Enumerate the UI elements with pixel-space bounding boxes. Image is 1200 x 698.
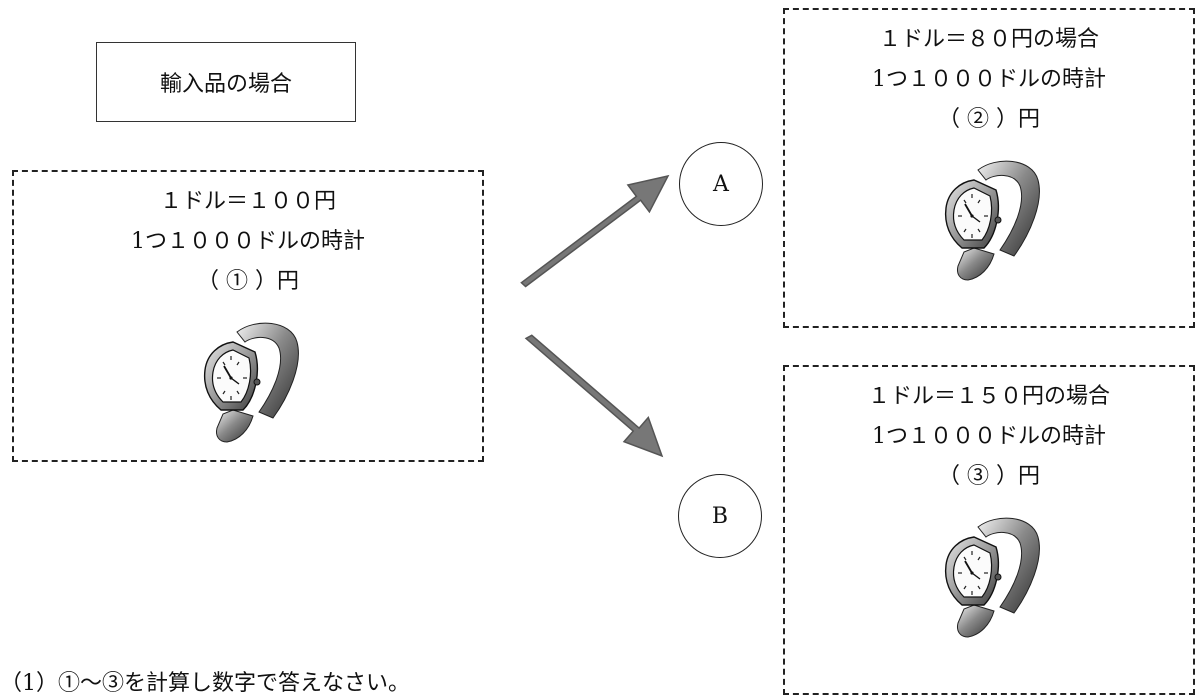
case-box-a: １ドル＝８０円の場合 1つ１０００ドルの時計 （ ② ）円 <box>783 8 1195 328</box>
case-box-base: １ドル＝１００円 1つ１０００ドルの時計 （ ① ）円 <box>12 170 484 462</box>
exchange-rate-text: １ドル＝１００円 <box>159 189 336 214</box>
arrow-to-b <box>524 334 664 458</box>
wristwatch-icon <box>203 322 300 443</box>
label-a-text: A <box>713 171 729 197</box>
wristwatch-icon <box>944 517 1041 638</box>
imported-goods-title-box: 輸入品の場合 <box>96 42 356 122</box>
title-text: 輸入品の場合 <box>159 72 292 97</box>
answer-blank-text: （ ① ）円 <box>197 269 299 294</box>
wristwatch-icon <box>944 160 1041 281</box>
case-box-b: １ドル＝１５０円の場合 1つ１０００ドルの時計 （ ③ ）円 <box>783 365 1195 695</box>
item-text: 1つ１０００ドルの時計 <box>872 67 1106 92</box>
item-text: 1つ１０００ドルの時計 <box>131 229 365 254</box>
question-text: （1）①～③を計算し数字で答えなさい。 <box>0 671 410 696</box>
label-circle-b: B <box>678 474 762 558</box>
exchange-rate-text: １ドル＝８０円の場合 <box>878 27 1099 52</box>
answer-blank-text: （ ③ ）円 <box>938 464 1040 489</box>
arrow-to-a-body <box>520 174 670 288</box>
exchange-rate-text: １ドル＝１５０円の場合 <box>867 384 1110 409</box>
label-circle-a: A <box>679 142 763 226</box>
label-b-text: B <box>711 503 729 529</box>
item-text: 1つ１０００ドルの時計 <box>872 424 1106 449</box>
answer-blank-text: （ ② ）円 <box>938 107 1040 132</box>
